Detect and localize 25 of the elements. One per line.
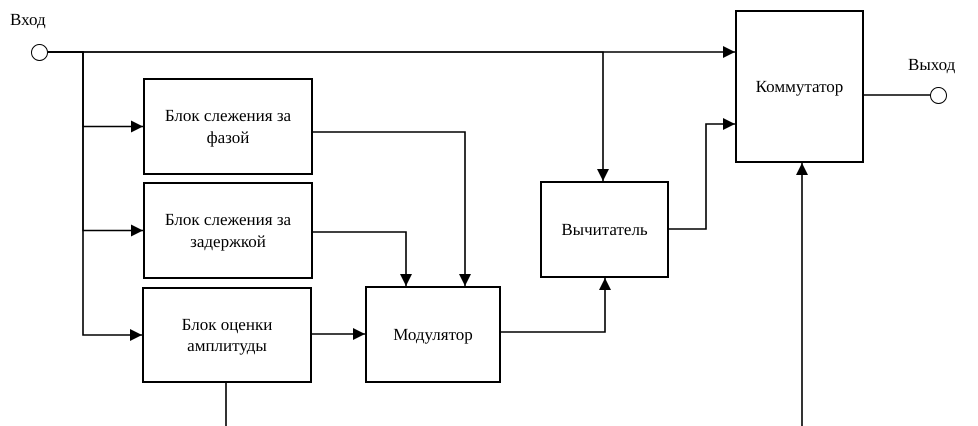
connector-line xyxy=(225,383,227,426)
arrow xyxy=(312,328,365,340)
process-box xyxy=(735,10,864,163)
process-box xyxy=(143,182,313,279)
terminal-label: Вход xyxy=(10,10,46,30)
process-box xyxy=(142,287,312,383)
arrow xyxy=(48,51,609,181)
block-label: Блок оценки амплитуды xyxy=(180,314,274,356)
process-box xyxy=(143,78,313,175)
arrow xyxy=(313,231,412,286)
arrow xyxy=(313,131,471,286)
arrow xyxy=(669,118,735,230)
process-box xyxy=(365,286,501,383)
block-label: Коммутатор xyxy=(754,76,844,98)
connector-line xyxy=(864,94,930,96)
terminal-label: Выход xyxy=(908,55,956,75)
block-label: Модулятор xyxy=(392,324,474,346)
process-box xyxy=(540,181,669,278)
block-label: Блок слежения за задержкой xyxy=(164,209,292,252)
terminal-circle xyxy=(930,87,947,104)
block-label: Блок слежения за фазой xyxy=(164,105,292,148)
arrow xyxy=(796,163,808,426)
block-label: Вычитатель xyxy=(560,218,649,240)
arrow xyxy=(501,278,611,333)
terminal-circle xyxy=(31,44,48,61)
